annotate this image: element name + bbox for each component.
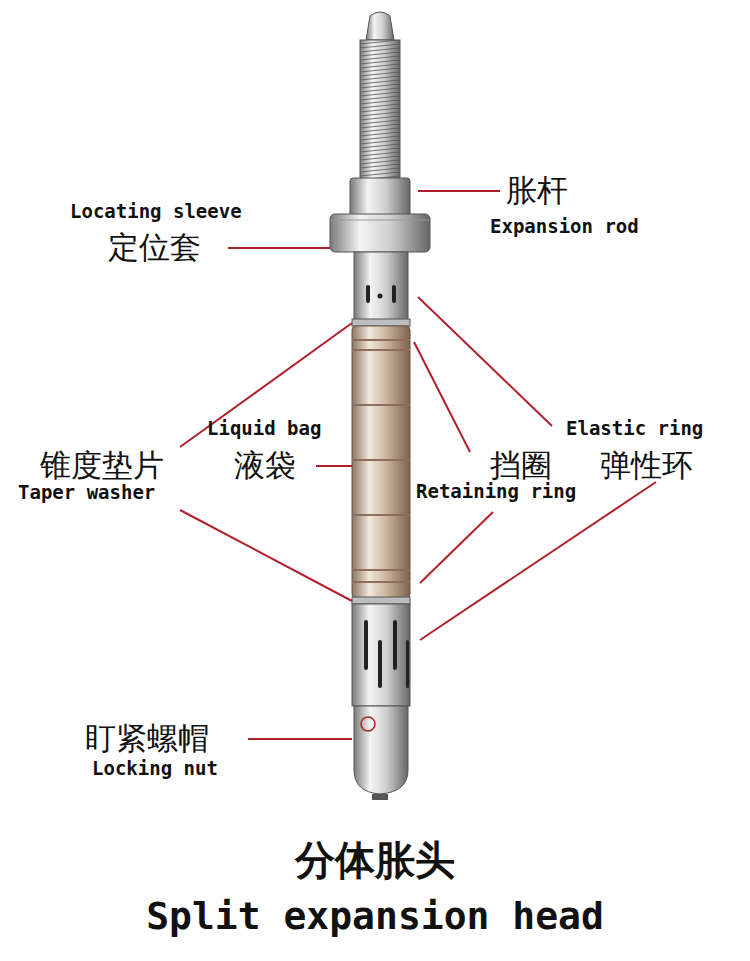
part-label: Retaining ring xyxy=(416,481,576,502)
part-label: 弹性环 xyxy=(600,448,693,482)
part-label: 锥度垫片 xyxy=(40,448,164,482)
part-label: 盯紧螺帽 xyxy=(85,721,209,755)
part-label: Liquid bag xyxy=(207,418,321,439)
tool-drawing xyxy=(330,12,430,800)
part-label: 挡圈 xyxy=(490,448,552,482)
part-label: Locating sleeve xyxy=(70,201,242,222)
part-label: Locking nut xyxy=(92,758,218,779)
diagram-caption: Split expansion head xyxy=(146,896,604,938)
part-label: Expansion rod xyxy=(490,216,639,237)
part-label: Elastic ring xyxy=(566,418,703,439)
part-label: Taper washer xyxy=(18,482,155,503)
leader-lines xyxy=(180,191,656,739)
part-label: 液袋 xyxy=(234,448,296,482)
diagram-title: 分体胀头 xyxy=(295,838,455,882)
part-label: 定位套 xyxy=(108,230,201,264)
part-label: 胀杆 xyxy=(506,173,568,207)
